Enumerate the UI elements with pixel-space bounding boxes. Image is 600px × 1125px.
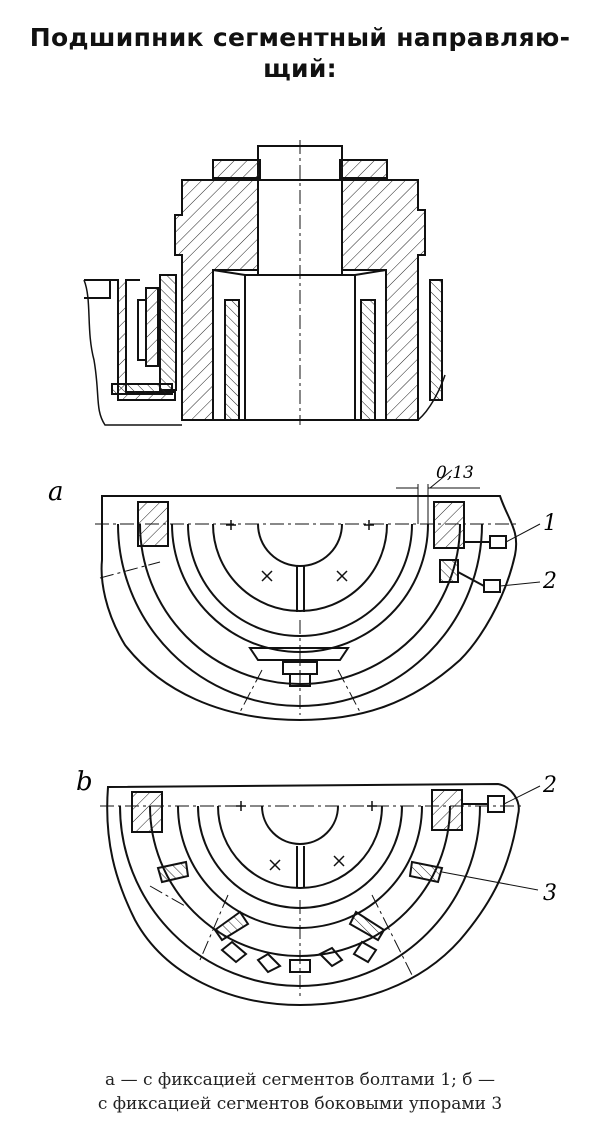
title-line-1: Подшипник сегментный направляю- <box>29 23 571 52</box>
figure-b: b <box>76 767 557 1007</box>
figure-b-letter: b <box>76 767 93 797</box>
figure-a: a <box>48 463 557 722</box>
callout-a-1: 1 <box>543 511 557 536</box>
caption-line-1: а — с фиксацией сегментов болтами 1; б — <box>105 1070 495 1090</box>
callout-b-3: 3 <box>543 881 557 906</box>
figure-title: Подшипник сегментный направляю- щий: <box>0 22 600 84</box>
section-view <box>83 140 446 426</box>
title-line-2: щий: <box>263 54 337 83</box>
gap-dimension-label: 0,13 <box>436 463 474 483</box>
figure-caption: а — с фиксацией сегментов болтами 1; б —… <box>0 1068 600 1116</box>
callout-b-2: 2 <box>542 773 557 798</box>
callout-a-2: 2 <box>542 569 557 594</box>
caption-line-2: с фиксацией сегментов боковыми упорами 3 <box>97 1094 503 1114</box>
figure-a-letter: a <box>48 477 64 507</box>
